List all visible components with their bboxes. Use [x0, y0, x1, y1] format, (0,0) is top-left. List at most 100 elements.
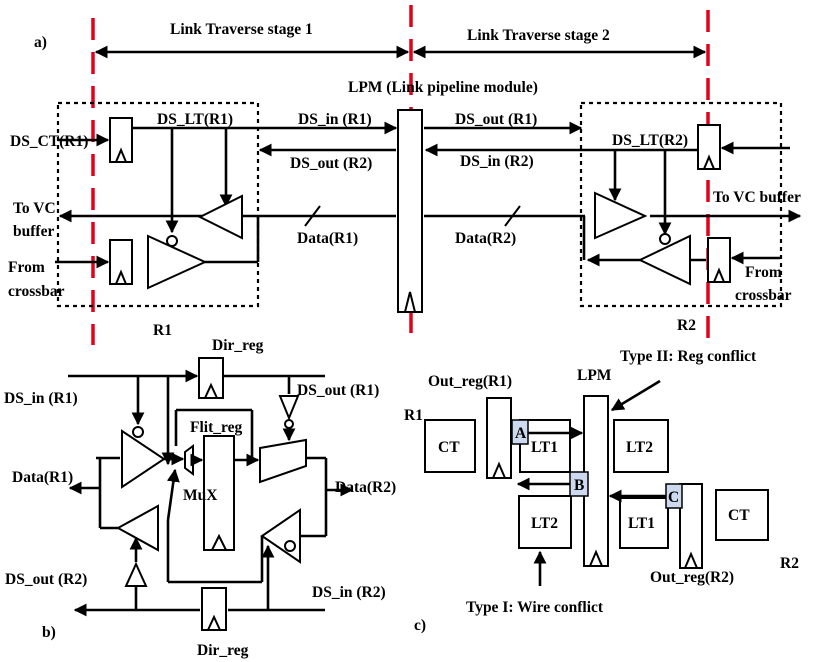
- router-r1-label: R1: [153, 322, 172, 339]
- to-vc-right-label: To VC buffer: [713, 189, 801, 206]
- ds-in-r2-label: DS_in (R2): [460, 153, 534, 170]
- r1-input-tri-state-buffer: [121, 429, 166, 489]
- dir-reg-bottom-label: Dir_reg: [197, 642, 249, 659]
- ds-ct-r1-clock-mark: [115, 147, 127, 163]
- panel-c-tag: c): [414, 617, 426, 634]
- panel-c: Type II: Reg conflict Out_reg(R1) LPM R1…: [404, 348, 799, 634]
- marker-c-label: C: [668, 489, 679, 506]
- ds-out-r1-label: DS_out (R1): [455, 111, 537, 128]
- lt2-top-label: LT2: [626, 439, 653, 456]
- ds-lt-r2-clock-mark: [703, 154, 715, 170]
- r2-output-buffer-inverter-bubble: [659, 233, 671, 245]
- to-vc-left-line2: buffer: [13, 223, 54, 240]
- flit-reg-clock-mark: [211, 533, 227, 551]
- r1-input-clock-mark: [115, 269, 127, 285]
- ct-left-label: CT: [438, 439, 460, 456]
- marker-b-label: B: [574, 477, 584, 494]
- dir-reg-top-register: [198, 357, 224, 399]
- data-r1-label: Data(R1): [297, 230, 358, 247]
- lt2-bottom-label: LT2: [531, 515, 558, 532]
- type2-label: Type II: Reg conflict: [620, 348, 757, 365]
- ds-out-r2-label: DS_out (R2): [290, 155, 372, 172]
- r1-input-inverter-bubble: [132, 426, 144, 438]
- ds-in-r1-label-b: DS_in (R1): [4, 390, 78, 407]
- router-r2-label-c: R2: [780, 555, 799, 572]
- data-r1-bus-slash: [304, 205, 321, 227]
- lpm-clock-mark: [404, 291, 416, 313]
- mux-shape: [184, 444, 194, 476]
- lt1-bottom-label: LT1: [628, 515, 655, 532]
- stage2-label: Link Traverse stage 2: [467, 27, 610, 44]
- r1-input-buffer: [147, 234, 208, 290]
- dir-reg-bottom-register: [201, 587, 227, 631]
- out-reg-r1-clock-mark: [492, 461, 506, 479]
- router-r1-boundary: [56, 101, 260, 308]
- lt2-bottom-box: [518, 495, 572, 549]
- ds-ct-r1-label: DS_CT(R1): [10, 133, 88, 150]
- ct-left-box: [424, 419, 476, 473]
- flit-reg-label: Flit_reg: [190, 419, 242, 436]
- ds-lt-r2-register: [697, 124, 721, 170]
- ds-in-r2-label-b: DS_in (R2): [312, 584, 386, 601]
- ds-out-r1-inverter: [278, 395, 300, 421]
- mux-label: MuX: [183, 487, 218, 504]
- r1-output-buffer: [197, 194, 243, 240]
- dir-reg-bottom-clock-mark: [207, 614, 221, 631]
- r2-input-clock-mark: [713, 267, 725, 283]
- type1-label: Type I: Wire conflict: [466, 599, 604, 616]
- ds-out-r1-inverter-bubble: [284, 419, 294, 429]
- marker-a-label: A: [515, 425, 527, 442]
- panel-a: a) Link Traverse stage 1 Link Traverse s…: [8, 5, 802, 345]
- ds-lt-r2-label: DS_LT(R2): [612, 132, 688, 149]
- dir-reg-top-label: Dir_reg: [212, 337, 264, 354]
- panel-a-tag: a): [34, 34, 47, 51]
- conflict-marker-c: [665, 483, 683, 509]
- r1-input-buffer-inverter-bubble: [166, 235, 178, 247]
- r2-input-inverter-bubble: [284, 540, 296, 552]
- ds-out-r1-label-b: DS_out (R1): [297, 382, 379, 399]
- panel-b-tag: b): [42, 624, 56, 641]
- r2-input-buffer: [594, 191, 648, 240]
- ds-in-r1-label: DS_in (R1): [298, 111, 372, 128]
- ds-out-r2-label-b: DS_out (R2): [5, 571, 87, 588]
- ds-lt-r1-label: DS_LT(R1): [157, 111, 233, 128]
- flit-reg-register: [203, 435, 235, 551]
- conflict-marker-a: [511, 419, 529, 445]
- data-r2-bus-slash: [504, 205, 521, 227]
- stage1-label: Link Traverse stage 1: [170, 21, 313, 38]
- out-reg-r2-clock-mark: [684, 551, 698, 569]
- r2-loop-to-mux-wire: [166, 468, 180, 521]
- out-reg-r2-register: [679, 483, 703, 569]
- router-r2-label: R2: [677, 317, 696, 334]
- to-vc-left-line1: To VC: [13, 200, 56, 217]
- from-left-line1: From: [8, 259, 45, 276]
- lpm-c-label: LPM: [577, 367, 612, 384]
- lt2-top-box: [613, 419, 669, 473]
- r2-output-tri-state-buffer: [259, 438, 307, 484]
- from-right-line2: crossbar: [735, 287, 792, 304]
- ds-out-r2-inverter: [124, 561, 148, 587]
- lpm-c-clock-mark: [589, 549, 603, 567]
- lt1-bottom-box: [619, 497, 669, 549]
- panel-b: Dir_reg DS_in (R1) DS_out (R1) Flit_reg …: [4, 337, 396, 659]
- data-r2-label: Data(R2): [455, 230, 516, 247]
- out-reg-r2-label: Out_reg(R2): [650, 569, 734, 586]
- ct-right-label: CT: [728, 507, 750, 524]
- r2-input-register: [707, 237, 731, 283]
- router-r2-boundary: [579, 101, 783, 308]
- lpm-register-bar: [397, 109, 423, 313]
- ds-ct-r1-register: [109, 117, 133, 163]
- conflict-marker-b: [569, 471, 589, 497]
- dir-reg-top-clock-mark: [204, 382, 218, 399]
- data-r2-label-b: Data(R2): [335, 479, 396, 496]
- r1-input-register: [109, 239, 133, 285]
- r2-output-buffer: [637, 234, 691, 286]
- from-right-line1: From: [745, 264, 782, 281]
- lpm-label: LPM (Link pipeline module): [348, 79, 538, 96]
- from-left-line2: crossbar: [8, 283, 65, 300]
- type2-conflict-pointer: [610, 379, 661, 412]
- router-r1-label-c: R1: [404, 407, 423, 424]
- ct-right-box: [715, 489, 769, 541]
